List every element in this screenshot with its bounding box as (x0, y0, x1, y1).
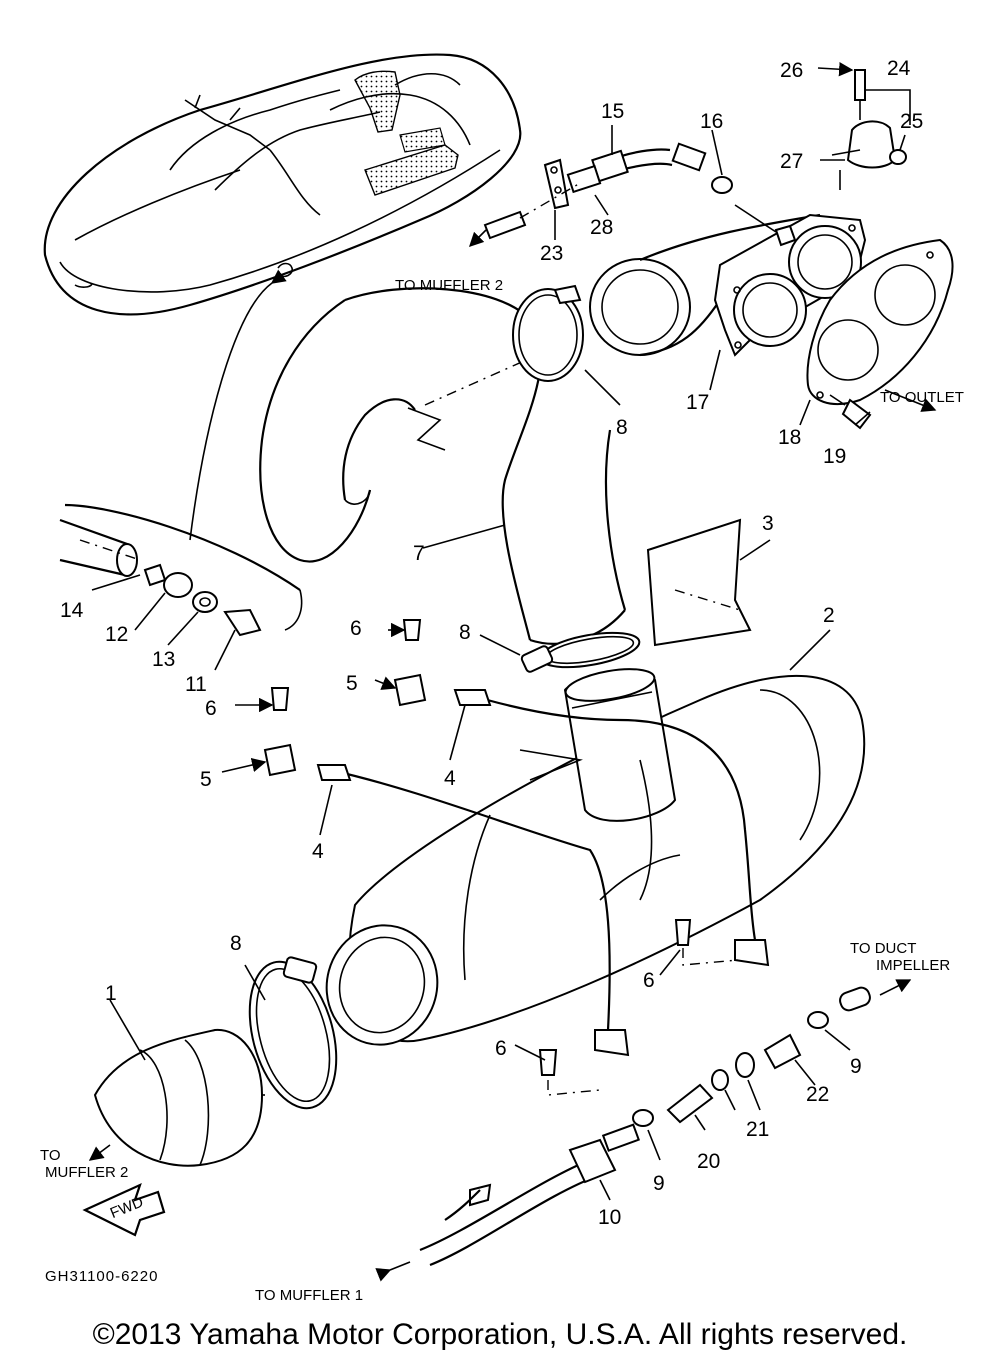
callout-2: 2 (823, 604, 835, 627)
forward-arrow-icon: FWD (82, 1182, 166, 1237)
callout-7: 7 (413, 542, 425, 565)
watercraft-illustration (43, 53, 522, 541)
muffler-bands (316, 689, 770, 1057)
callout-numbers: 1 2 3 4 4 5 5 6 6 6 6 7 8 8 8 9 9 10 11 … (60, 57, 923, 1229)
callout-17: 17 (686, 391, 709, 414)
callout-20: 20 (697, 1150, 720, 1173)
hose-clamp-middle (520, 631, 641, 673)
callout-15: 15 (601, 100, 624, 123)
exhaust-joint-pipe (589, 204, 867, 357)
callout-27: 27 (780, 150, 803, 173)
callout-10: 10 (598, 1206, 621, 1229)
callout-19: 19 (823, 445, 846, 468)
label-to-muffler1: TO MUFFLER 1 (255, 1287, 363, 1304)
callout-28: 28 (590, 216, 613, 239)
callout-16: 16 (700, 110, 723, 133)
muffler-body (325, 668, 866, 1046)
cooling-hose-top (468, 142, 733, 248)
callout-11: 11 (185, 673, 207, 696)
label-to-duct: TO DUCT (850, 940, 916, 957)
muffler-lower (88, 956, 338, 1167)
callout-6-b: 6 (205, 697, 217, 720)
label-to-outlet: TO OUTLET (880, 389, 964, 406)
exhaust-gasket (806, 238, 954, 412)
clips-and-bolts (221, 619, 739, 1096)
callout-8-lower: 8 (230, 932, 242, 955)
label-to: TO (40, 1147, 61, 1164)
fittings-11-14 (91, 563, 262, 671)
callout-5-upper: 5 (346, 672, 358, 695)
label-impeller: IMPELLER (876, 957, 950, 974)
callout-26: 26 (780, 59, 803, 82)
callout-9-left: 9 (653, 1172, 665, 1195)
callout-4-lower: 4 (312, 840, 324, 863)
callout-9-right: 9 (850, 1055, 862, 1078)
callout-22: 22 (806, 1083, 829, 1106)
copyright-notice: ©2013 Yamaha Motor Corporation, U.S.A. A… (92, 1318, 908, 1351)
callout-21: 21 (746, 1118, 769, 1141)
bracket-assembly-24 (817, 62, 911, 190)
callout-3: 3 (762, 512, 774, 535)
callout-12: 12 (105, 623, 128, 646)
callout-8-middle: 8 (459, 621, 471, 644)
label-muffler2-bottom: MUFFLER 2 (45, 1164, 128, 1181)
callout-8-upper: 8 (616, 416, 628, 439)
hull-section (59, 503, 303, 631)
hose-clamp-upper (512, 284, 584, 382)
diagram-code: GH31100-6220 (45, 1268, 158, 1285)
callout-leaders (109, 125, 906, 1201)
heat-sheet (646, 518, 752, 647)
callout-5-lower: 5 (200, 768, 212, 791)
callout-1: 1 (105, 982, 117, 1005)
callout-4-upper: 4 (444, 767, 456, 790)
callout-25: 25 (900, 110, 923, 133)
label-to-muffler2-top: TO MUFFLER 2 (395, 277, 503, 294)
callout-14: 14 (60, 599, 84, 622)
direction-labels: TO MUFFLER 2 TO OUTLET TO DUCT IMPELLER … (40, 277, 964, 1304)
callout-6-c: 6 (643, 969, 655, 992)
callout-13: 13 (152, 648, 175, 671)
callout-6-a: 6 (350, 617, 362, 640)
callout-24: 24 (887, 57, 911, 80)
water-line-fittings (375, 979, 912, 1282)
callout-23: 23 (540, 242, 563, 265)
bolt-19 (829, 394, 872, 430)
callout-6-d: 6 (495, 1037, 507, 1060)
callout-18: 18 (778, 426, 801, 449)
